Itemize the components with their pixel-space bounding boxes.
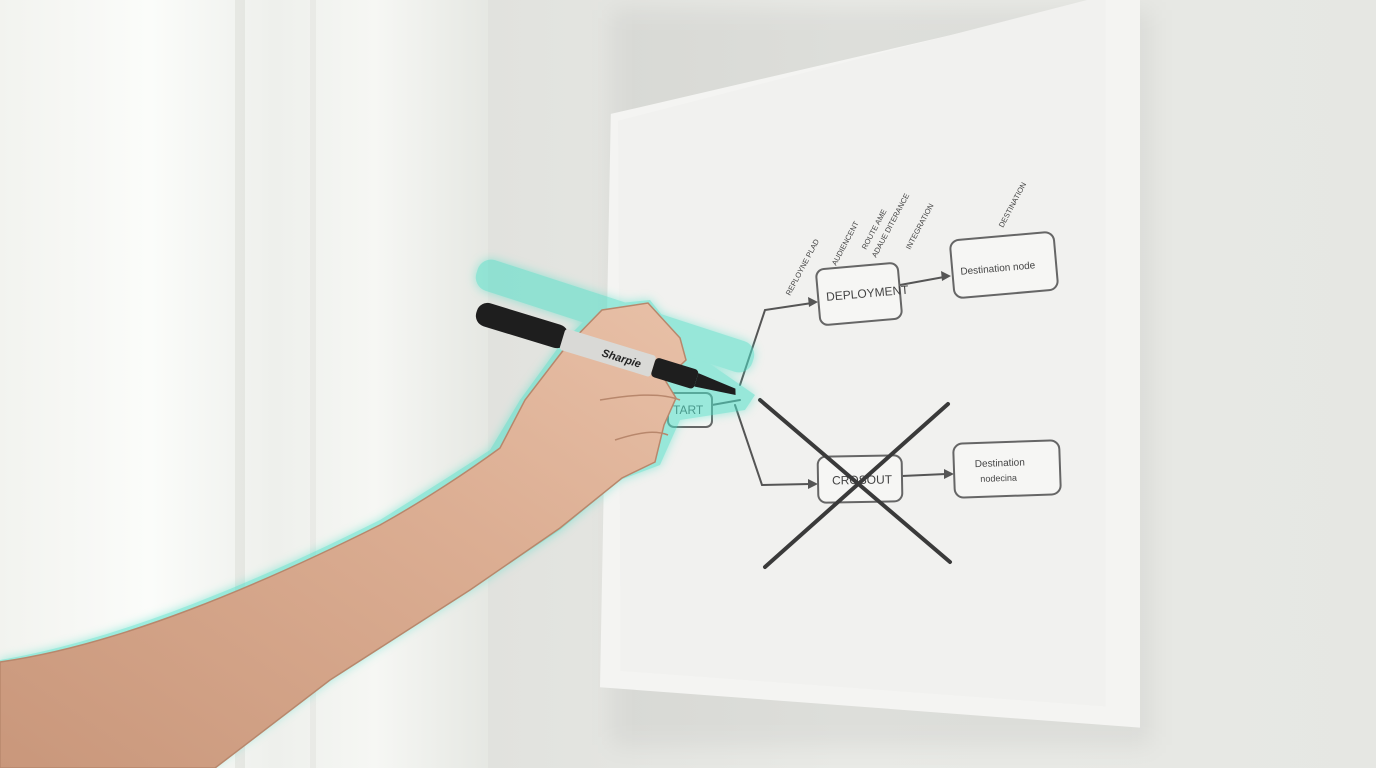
annotation-branch-5: DESTINATION — [997, 181, 1028, 229]
destination-top-node — [949, 231, 1059, 299]
deployment-node — [815, 262, 903, 326]
annotation-branch-2: AUDIENCENT — [830, 219, 861, 267]
start-label: TART — [673, 403, 704, 417]
connector-to-crossout — [734, 404, 811, 487]
connector-to-destination-top — [899, 276, 945, 286]
destination-bottom-label-line1: Destination — [975, 457, 1025, 470]
arrowhead — [808, 297, 818, 307]
arrowhead — [808, 479, 818, 489]
cross-stroke-2 — [758, 398, 952, 564]
annotation-branch-4: INTEGRATION — [904, 202, 936, 251]
cross-stroke-1 — [763, 402, 950, 569]
connector-to-deployment — [739, 302, 813, 386]
arrowheads — [808, 271, 954, 489]
cross-out-mark — [758, 398, 952, 569]
annotation-branch-1: REPLOYNE PLAD — [784, 237, 822, 297]
arrowhead — [941, 271, 951, 281]
destination-bottom-label-line2: nodecina — [980, 473, 1017, 484]
destination-bottom-node — [952, 439, 1062, 499]
arrowhead — [944, 469, 954, 479]
connector-start — [711, 399, 741, 406]
connector-to-destination-bottom — [901, 473, 947, 477]
